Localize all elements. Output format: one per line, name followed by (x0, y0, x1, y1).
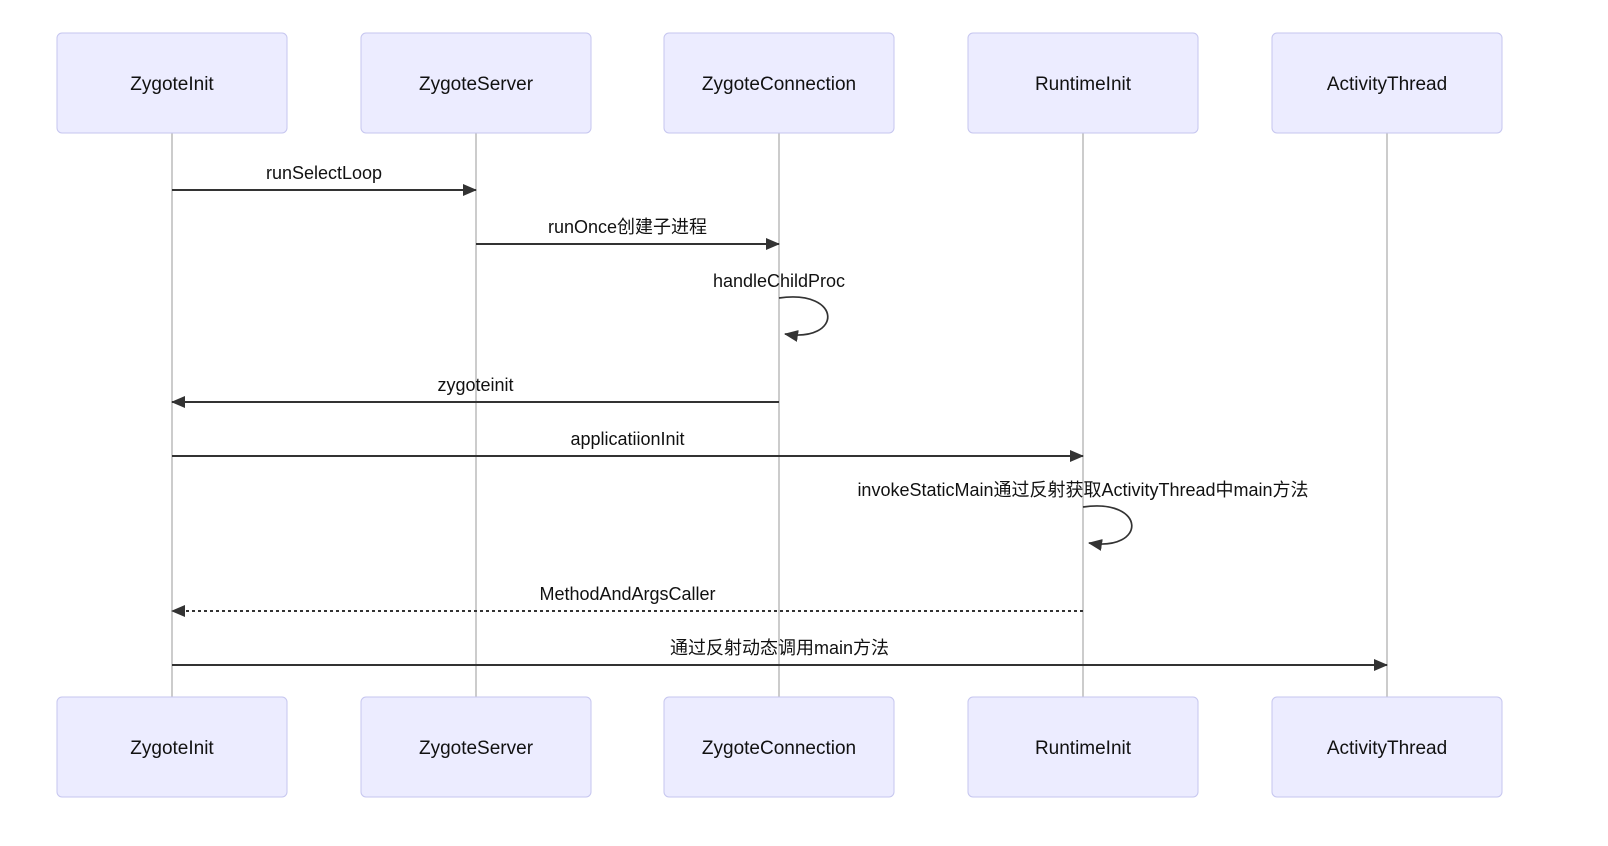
message-runselectloop: runSelectLoop (172, 163, 477, 196)
message-label: invokeStaticMain通过反射获取ActivityThread中mai… (857, 480, 1308, 500)
actor-box-rect (967, 696, 1199, 798)
self-loop-arrow (1082, 505, 1133, 551)
actor-label: ZygoteInit (130, 738, 214, 759)
message-label: zygoteinit (437, 375, 513, 395)
message-zygoteinit: zygoteinit (171, 375, 779, 408)
message-label: handleChildProc (713, 271, 845, 291)
actor-box-rect (967, 32, 1199, 134)
message-label: runOnce创建子进程 (548, 217, 707, 237)
actors-layer: ZygoteInitZygoteInitZygoteServerZygoteSe… (56, 32, 1503, 798)
actor-label: ZygoteInit (130, 74, 214, 95)
message-label: 通过反射动态调用main方法 (670, 638, 889, 658)
actor-label: ZygoteConnection (702, 738, 856, 759)
message-handlechildproc: handleChildProc (713, 271, 845, 342)
actor-box-top-activitythread: ActivityThread (1271, 32, 1503, 134)
actor-box-rect (1271, 32, 1503, 134)
actor-box-bottom-zygoteconnection: ZygoteConnection (663, 696, 895, 798)
message-runonce创建子进程: runOnce创建子进程 (476, 217, 780, 250)
message-invokestaticmain通过反射获取activitythread中main方法: invokeStaticMain通过反射获取ActivityThread中mai… (857, 480, 1309, 551)
actor-box-rect (663, 32, 895, 134)
actor-box-rect (56, 32, 288, 134)
lifelines-layer (171, 133, 1388, 697)
message-methodandargscaller: MethodAndArgsCaller (171, 584, 1083, 617)
actor-label: ActivityThread (1327, 74, 1447, 95)
actor-box-rect (1271, 696, 1503, 798)
actor-box-bottom-activitythread: ActivityThread (1271, 696, 1503, 798)
actor-box-rect (663, 696, 895, 798)
actor-label: RuntimeInit (1035, 74, 1132, 95)
actor-label: ActivityThread (1327, 738, 1447, 759)
message-label: MethodAndArgsCaller (539, 584, 715, 604)
actor-label: ZygoteConnection (702, 74, 856, 95)
message-通过反射动态调用main方法: 通过反射动态调用main方法 (172, 638, 1388, 671)
actor-box-top-zygoteserver: ZygoteServer (360, 32, 592, 134)
messages-layer: runSelectLoop runOnce创建子进程 handleChildProc… (171, 163, 1388, 671)
actor-box-rect (360, 32, 592, 134)
actor-box-top-zygoteconnection: ZygoteConnection (663, 32, 895, 134)
message-label: runSelectLoop (266, 163, 382, 183)
actor-label: RuntimeInit (1035, 738, 1132, 759)
actor-box-rect (360, 696, 592, 798)
message-applicatiioninit: applicatiionInit (172, 429, 1084, 462)
actor-box-top-zygoteinit: ZygoteInit (56, 32, 288, 134)
actor-label: ZygoteServer (419, 74, 534, 95)
actor-box-bottom-zygoteinit: ZygoteInit (56, 696, 288, 798)
self-loop-arrow (778, 296, 829, 342)
actor-box-top-runtimeinit: RuntimeInit (967, 32, 1199, 134)
actor-box-rect (56, 696, 288, 798)
actor-label: ZygoteServer (419, 738, 534, 759)
actor-box-bottom-zygoteserver: ZygoteServer (360, 696, 592, 798)
actor-box-bottom-runtimeinit: RuntimeInit (967, 696, 1199, 798)
message-label: applicatiionInit (570, 429, 684, 449)
